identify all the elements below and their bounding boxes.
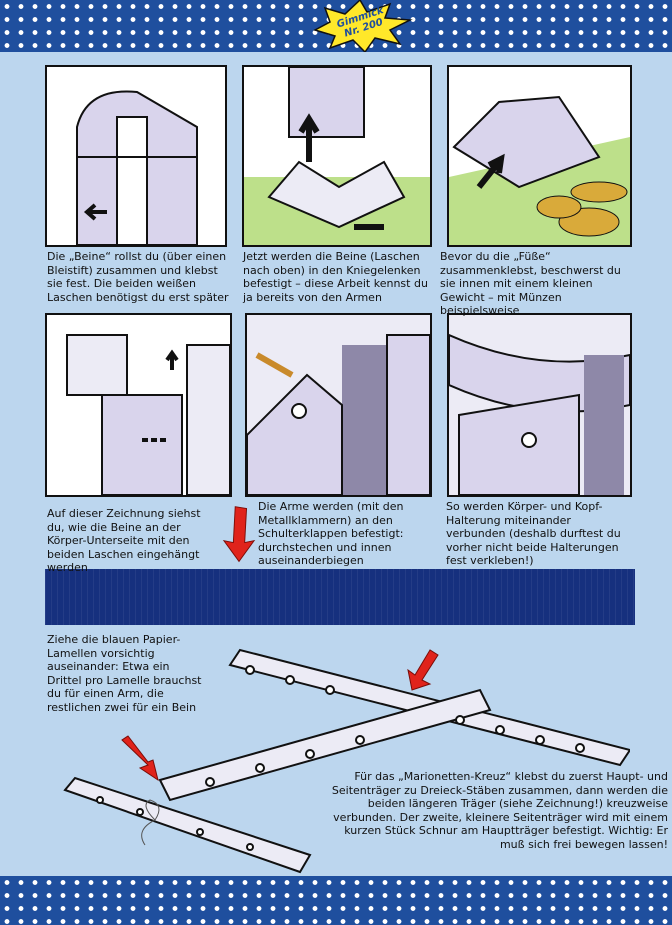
lamellen-text: Ziehe die blauen Papier-Lamellen vorsich… xyxy=(47,633,202,714)
step1-caption: Die „Beine“ rollst du (über einen Bleist… xyxy=(47,250,229,304)
step1-illustration xyxy=(45,65,227,247)
step6-illustration xyxy=(447,313,632,497)
step5-caption: Die Arme werden (mit den Metallklammern)… xyxy=(258,500,404,567)
blue-paper-lamellen xyxy=(45,569,635,625)
starburst-icon xyxy=(313,0,413,54)
bottom-banner xyxy=(0,876,672,925)
step6-caption: So werden Körper- und Kopf-Halterung mit… xyxy=(446,500,621,567)
step3-caption: Bevor du die „Füße“ zusammenklebst, besc… xyxy=(440,250,621,317)
marionette-cross-illustration xyxy=(63,648,630,874)
step3-illustration xyxy=(447,65,632,247)
step2-caption: Jetzt werden die Beine (Laschen nach obe… xyxy=(243,250,428,304)
step2-illustration xyxy=(242,65,432,247)
step5-illustration xyxy=(245,313,432,497)
step4-illustration xyxy=(45,313,232,497)
step4-caption: Auf dieser Zeichnung siehst du, wie die … xyxy=(47,507,201,574)
red-arrow-icon xyxy=(222,506,256,563)
kreuz-text: Für das „Marionetten-Kreuz“ klebst du zu… xyxy=(331,770,668,851)
